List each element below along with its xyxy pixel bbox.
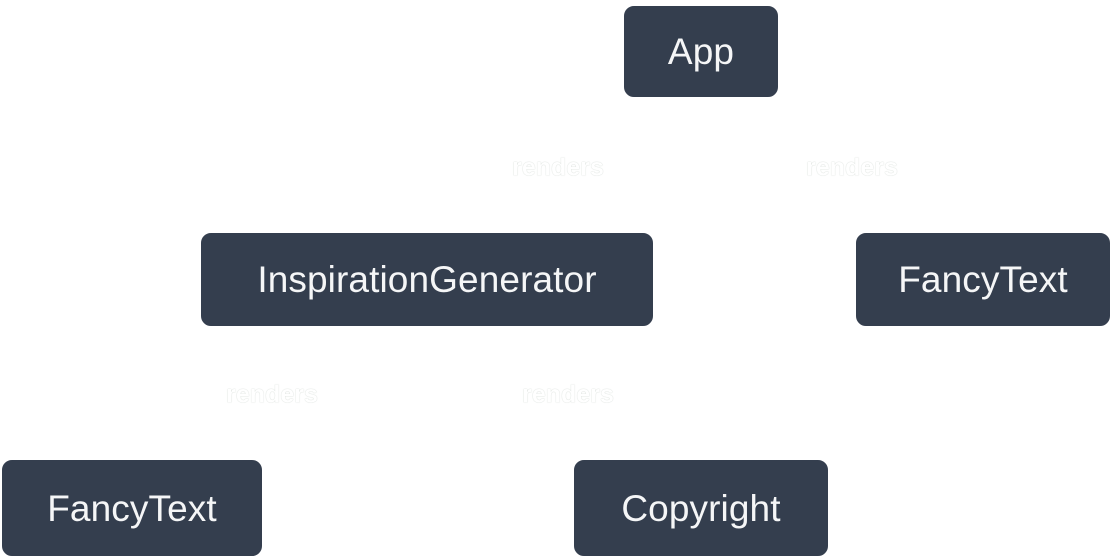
node-inspirationgenerator[interactable]: InspirationGenerator <box>197 229 657 330</box>
edge-label-text: renders <box>522 380 614 409</box>
edge-label-text: renders <box>806 153 898 182</box>
edge-label-text: renders <box>226 380 318 409</box>
node-app-label: App <box>667 31 735 72</box>
edge-label-inspirationgenerator-copyright: renders <box>512 380 624 410</box>
node-fancytext-right[interactable]: FancyText <box>852 229 1114 330</box>
node-inspirationgenerator-label: InspirationGenerator <box>257 259 597 300</box>
node-copyright-label: Copyright <box>621 487 781 529</box>
node-fancytext-right-label: FancyText <box>898 259 1068 300</box>
edge-label-inspirationgenerator-fancytext: renders <box>216 380 328 410</box>
node-fancytext-bottom-left-label: FancyText <box>47 487 217 529</box>
node-app[interactable]: App <box>620 2 782 101</box>
edge-label-app-inspirationgenerator: renders <box>502 153 614 183</box>
edge-label-text: renders <box>512 153 604 182</box>
node-copyright[interactable]: Copyright <box>570 456 832 560</box>
node-fancytext-bottom-left[interactable]: FancyText <box>0 456 266 560</box>
edge-label-app-fancytext: renders <box>796 153 908 183</box>
